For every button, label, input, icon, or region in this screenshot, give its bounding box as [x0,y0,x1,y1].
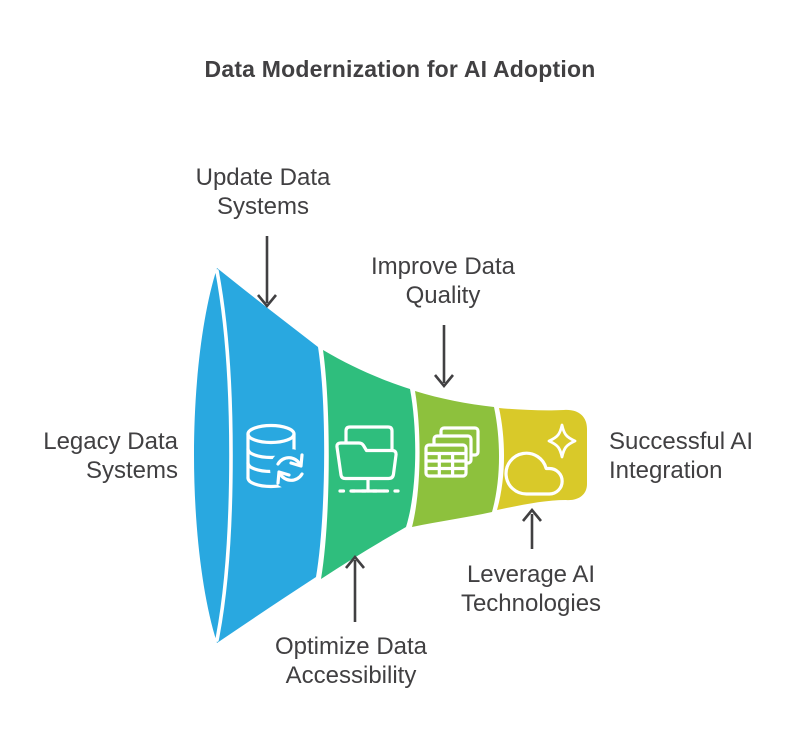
label-optimize-data-accessibility: Optimize Data Accessibility [251,632,451,690]
label-line: Legacy Data [43,428,178,455]
database-sync-icon [246,423,310,489]
arrow-optimize-data-accessibility [344,554,366,622]
network-folder-icon [335,425,400,493]
label-line: Accessibility [285,662,417,689]
stage-icons [246,423,577,496]
page-title: Data Modernization for AI Adoption [204,56,596,82]
sync-halo [270,449,310,489]
label-line: Technologies [460,590,602,617]
label-update-data-systems: Update Data Systems [163,163,363,221]
funnel-mouth-highlight [215,269,233,642]
label-line: Successful AI [609,428,754,455]
label-successful-ai-integration: Successful AI Integration [609,427,799,485]
label-line: Quality [405,282,481,309]
label-line: Systems [216,193,309,220]
label-line: Improve Data [370,253,516,280]
label-line: Leverage AI [466,561,596,588]
label-line: Integration [609,457,723,484]
label-line: Systems [85,457,178,484]
arrow-update-data-systems [256,236,278,309]
label-line: Update Data [195,164,331,191]
ai-cloud-icon [504,423,577,496]
label-improve-data-quality: Improve Data Quality [343,252,543,310]
label-leverage-ai-technologies: Leverage AI Technologies [431,560,631,618]
arrow-leverage-ai-technologies [521,507,543,549]
label-line: Optimize Data [274,633,428,660]
data-tables-icon [424,426,480,478]
arrow-improve-data-quality [433,325,455,389]
connector-arrows [256,236,543,622]
label-legacy-data-systems: Legacy Data Systems [24,427,178,485]
